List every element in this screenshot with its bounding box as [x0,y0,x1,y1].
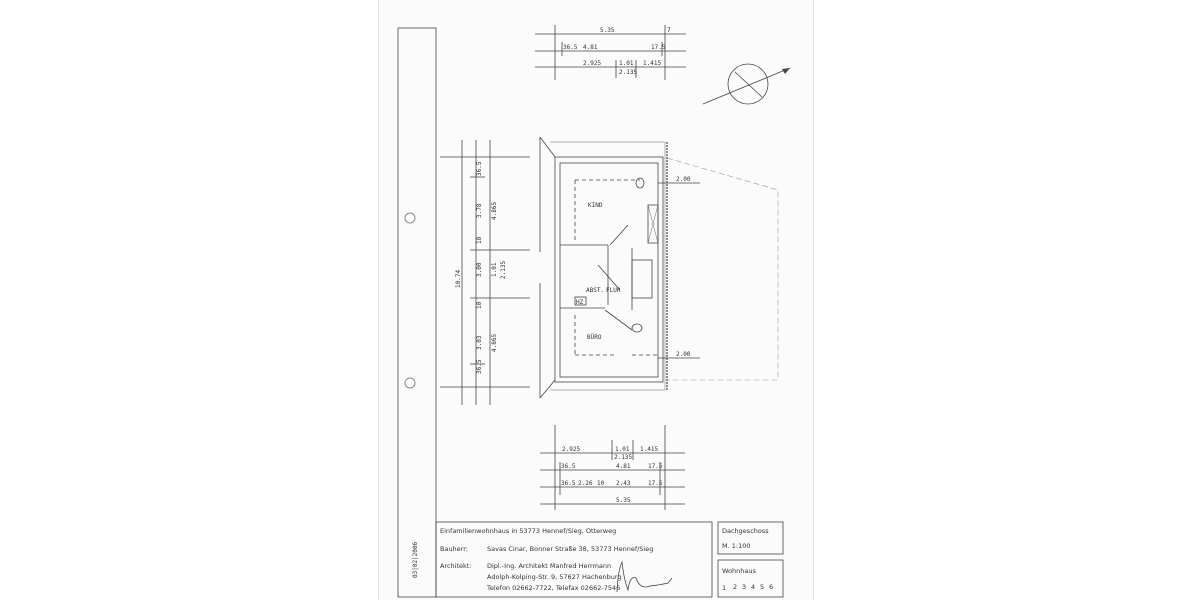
dimension-label: 2.135 [614,454,632,461]
title-block: Einfamilienwohnhaus in 53773 Hennef/Sieg… [435,521,784,598]
room-label-kind: KIND [588,202,603,209]
dimension-label: HZ [576,299,584,306]
left-dimensions: 10.74 36.5 3.78 10 3.00 10 3.03 36.5 4.8… [440,140,530,405]
client: Savas Cinar, Bonner Straße 38, 53773 Hen… [487,545,653,553]
dimension-label: Wohnhaus [722,567,756,575]
dimension-label: 3.03 [476,335,483,350]
floor-name: Dachgeschoss [722,527,769,535]
dim-total: 5.35 [600,27,615,34]
binding-strip [397,27,437,598]
dimension-label: 3.78 [476,203,483,218]
punch-hole [404,377,416,389]
dimension-label: 7 [667,27,671,34]
dimension-label: Architekt: [440,562,472,570]
room-label-buero: BÜRO [587,334,602,341]
top-dimensions: 5.35 7 36.5 4.81 17.5 2.925 1.01 2.135 1… [535,25,686,80]
dimension-label: 10 [476,301,483,309]
room-label-abst: ABST. [586,287,604,294]
dimension-label: 17.5 [648,480,663,487]
dimension-label: 2.135 [619,69,637,76]
dimension-label: 3.00 [476,262,483,277]
dimension-label: 36.5 [561,480,576,487]
dimension-label: 6 [769,583,773,591]
room-label-flur: FLUR [606,287,621,294]
scale: M. 1:100 [722,542,750,550]
north-arrow-icon [702,63,791,105]
dimension-label: 17.5 [651,44,666,51]
dimension-label: 36.5 [476,161,483,176]
selected-house: 1 [722,584,726,592]
dimension-label: 10 [476,236,483,244]
dimension-label: 1.415 [643,60,661,67]
bottom-dimensions: 2.925 1.01 2.135 1.415 36.5 4.81 17.5 36… [540,425,685,510]
date-stamp: 03|02|2006 [412,541,419,578]
dimension-label: 1.01 [615,446,630,453]
dimension-label: 4.865 [491,202,498,220]
dimension-label: 2.925 [583,60,601,67]
floor-plan-sheet [378,0,814,600]
dimension-label: 4.865 [491,334,498,352]
dimension-label: 10.74 [455,270,462,288]
project-title: Einfamilienwohnhaus in 53773 Hennef/Sieg… [440,527,616,535]
dimension-label: 2.925 [562,446,580,453]
dimension-label: 5.35 [616,497,631,504]
dimension-label: 5 [760,583,764,591]
dimension-label: Dipl.-Ing. Architekt Manfred Herrmann [487,562,611,570]
dimension-label: 2.26 [578,480,593,487]
dimension-label: Adolph-Kolping-Str. 9, 57627 Hachenburg [487,573,622,581]
dimension-label: 36.5 [476,359,483,374]
dimension-label: 2.135 [500,261,507,279]
dimension-label: Telefon 02662-7722, Telefax 02662-7546 [486,584,620,592]
dimension-label: 4.81 [583,44,598,51]
floor-plan: KIND ABST. FLUR BÜRO HZ 2.00 2.00 [539,136,779,399]
dimension-label: 10 [597,480,605,487]
dimension-label: 1.415 [640,446,658,453]
dimension-label: 36.5 [563,44,578,51]
punch-hole [404,212,416,224]
dimension-label: 1.01 [491,262,498,277]
dimension-label: 2.43 [616,480,631,487]
signature [616,560,673,593]
dimension-label: 4 [751,583,755,591]
dimension-label: 36.5 [561,463,576,470]
dimension-label: 2.00 [676,351,691,358]
dimension-label: 3 [742,583,746,591]
dimension-label: 4.81 [616,463,631,470]
dimension-label: 2 [733,583,737,591]
dimension-label: 17.5 [648,463,663,470]
dimension-label: Bauherr: [440,545,468,553]
dimension-label: 2.00 [676,176,691,183]
dimension-label: 1.01 [619,60,634,67]
